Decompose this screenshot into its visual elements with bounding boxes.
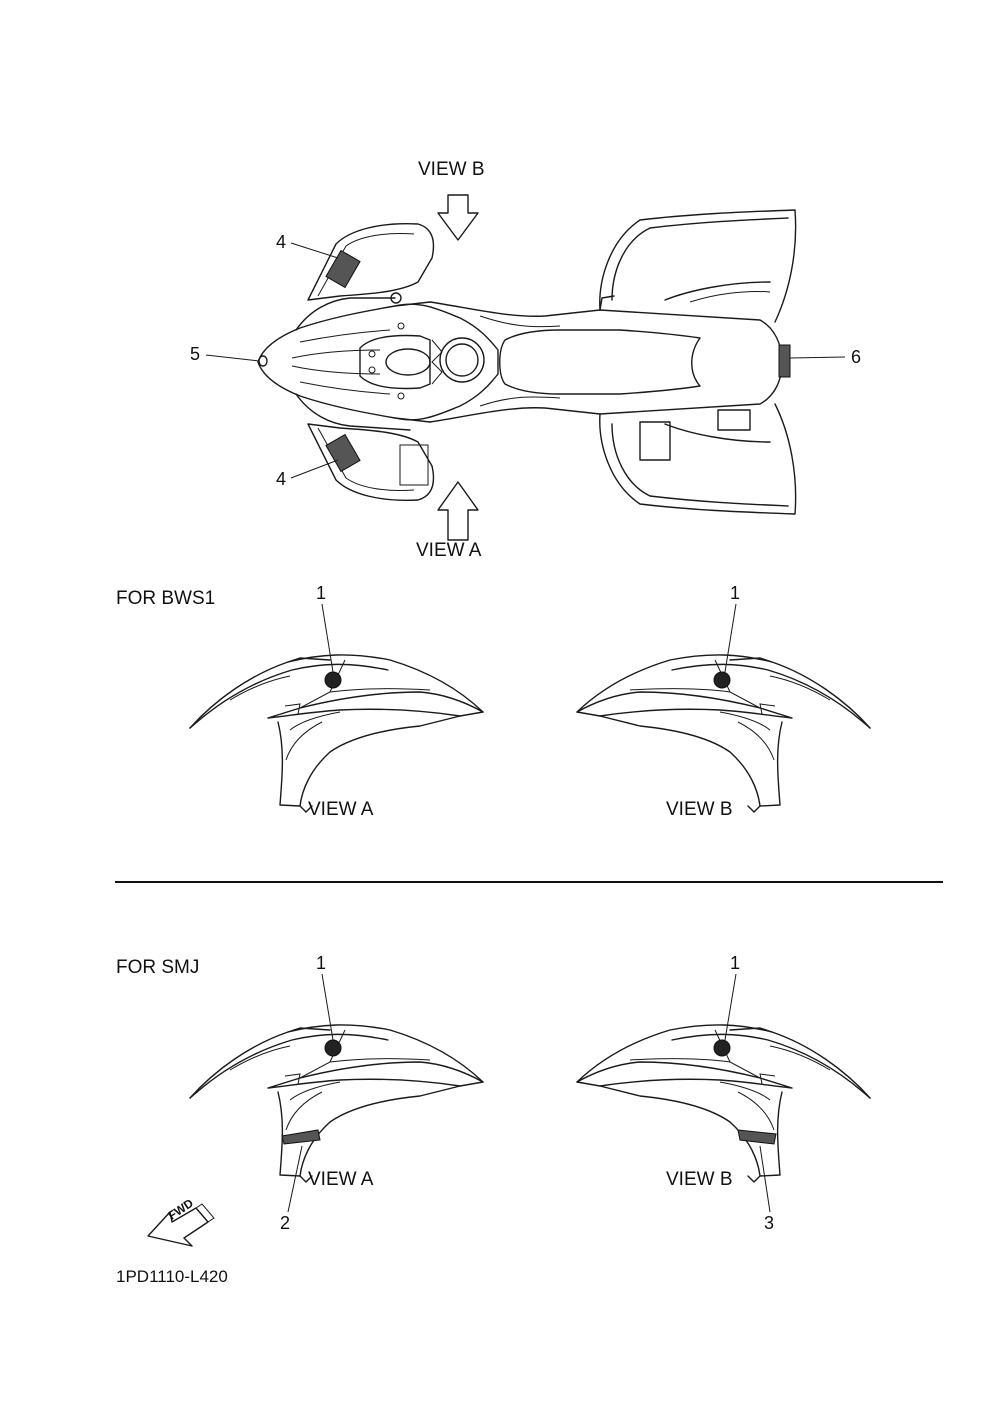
smj-view-b-label: VIEW B — [666, 1169, 733, 1190]
callout-3: 3 — [764, 1213, 775, 1233]
callout-1-bws-a: 1 — [316, 583, 327, 603]
figure-code: 1PD1110-L420 — [116, 1267, 228, 1286]
callout-4-lower: 4 — [276, 469, 287, 489]
bws-view-a-label: VIEW A — [308, 799, 374, 820]
view-b-arrow-icon — [437, 194, 479, 241]
top-view-vehicle — [205, 194, 846, 541]
callout-4-upper: 4 — [276, 232, 287, 252]
decal-6-icon — [778, 344, 791, 378]
callout-2: 2 — [280, 1213, 291, 1233]
view-a-arrow-icon — [437, 481, 479, 541]
callout-1-smj-a: 1 — [316, 953, 327, 973]
smj-view-a-label: VIEW A — [308, 1169, 374, 1190]
smj-view-a-fender — [189, 973, 484, 1213]
fwd-arrow-icon — [147, 1203, 215, 1247]
callout-1-bws-b: 1 — [730, 583, 741, 603]
view-b-label: VIEW B — [418, 159, 485, 180]
bws-view-a-fender — [189, 603, 484, 813]
section-label-smj: FOR SMJ — [116, 957, 200, 978]
emblem-1-icon — [324, 671, 342, 689]
view-a-label: VIEW A — [416, 540, 482, 561]
callout-6: 6 — [851, 347, 862, 367]
emblem-1-icon — [713, 1039, 731, 1057]
bws-view-b-label: VIEW B — [666, 799, 733, 820]
callout-1-smj-b: 1 — [730, 953, 741, 973]
decal-2-icon — [281, 1129, 321, 1145]
decal-4-upper-icon — [325, 249, 361, 289]
emblem-1-icon — [713, 671, 731, 689]
decal-3-icon — [737, 1129, 777, 1145]
emblem-1-icon — [324, 1039, 342, 1057]
smj-view-b-fender — [577, 973, 870, 1213]
decal-4-lower-icon — [325, 433, 361, 473]
section-label-bws1: FOR BWS1 — [116, 588, 216, 609]
callout-5: 5 — [190, 344, 201, 364]
bws-view-b-fender — [577, 603, 870, 812]
